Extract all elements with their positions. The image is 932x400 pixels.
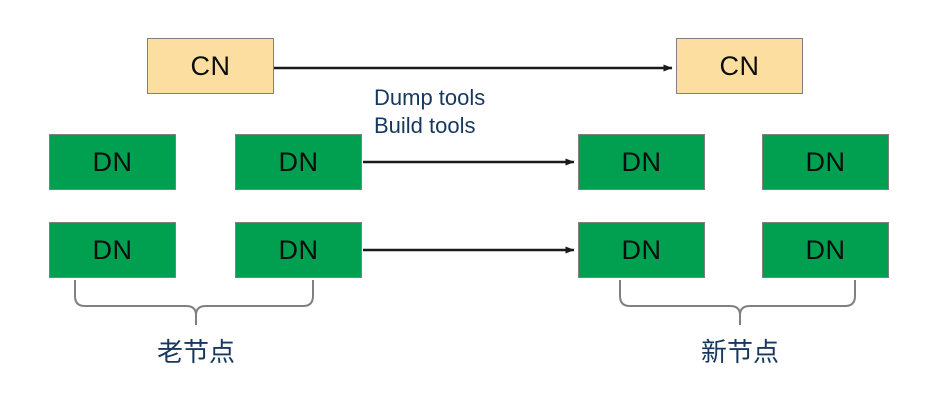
new-nodes-brace xyxy=(619,280,856,325)
cn-node-new[interactable]: CN xyxy=(676,38,803,94)
dn-node-new-row1-col2[interactable]: DN xyxy=(762,134,889,190)
build-tools-label: Build tools xyxy=(374,113,476,138)
dn-node-old-row1-col1[interactable]: DN xyxy=(49,134,176,190)
old-nodes-brace xyxy=(74,280,314,325)
dn-node-old-row2-col1[interactable]: DN xyxy=(49,222,176,278)
dump-tools-label: Dump tools xyxy=(374,85,486,110)
dn-node-old-row1-col2[interactable]: DN xyxy=(235,134,362,190)
dn-node-new-row2-col2[interactable]: DN xyxy=(762,222,889,278)
dn-node-new-row2-col1[interactable]: DN xyxy=(578,222,705,278)
dn-node-old-row2-col2[interactable]: DN xyxy=(235,222,362,278)
cn-node-old[interactable]: CN xyxy=(147,38,274,94)
old-nodes-group-label: 老节点 xyxy=(156,338,235,368)
dn-node-new-row1-col1[interactable]: DN xyxy=(578,134,705,190)
new-nodes-group-label: 新节点 xyxy=(700,338,779,368)
